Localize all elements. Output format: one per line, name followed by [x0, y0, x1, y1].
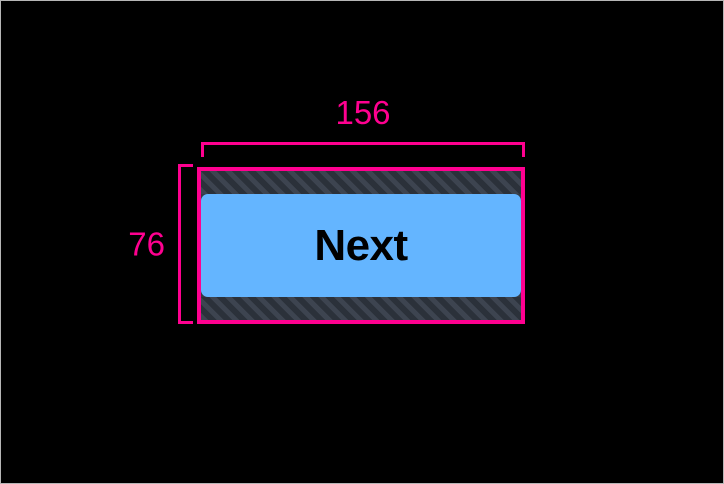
next-button-label: Next — [314, 220, 408, 270]
height-bracket-icon — [178, 164, 193, 324]
padding-bottom-hatch — [201, 297, 521, 320]
width-value-label: 156 — [335, 94, 391, 131]
height-dimension-annotation: 76 — [128, 164, 193, 324]
width-bracket-icon — [201, 142, 525, 157]
width-dimension-annotation: 156 — [201, 96, 525, 162]
selected-element-highlight[interactable]: Next — [197, 167, 525, 324]
height-value-label: 76 — [128, 225, 165, 263]
next-button[interactable]: Next — [201, 194, 521, 297]
padding-top-hatch — [201, 171, 521, 194]
